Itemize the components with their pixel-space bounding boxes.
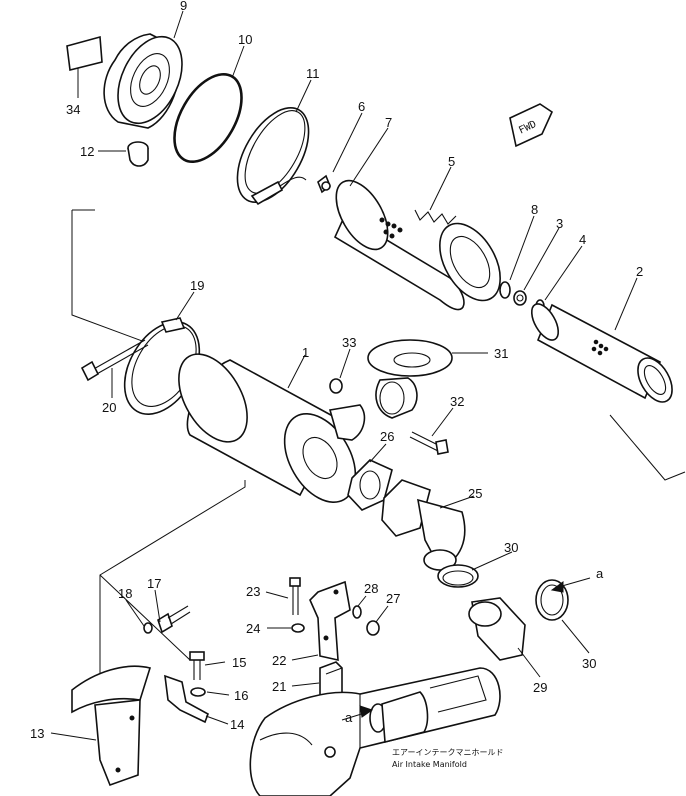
part-27-nut <box>366 620 380 636</box>
part-16-washer <box>190 687 206 697</box>
arrow-a-icon <box>550 577 591 593</box>
label-34: 34 <box>66 102 80 117</box>
part-22-bracket <box>309 580 351 662</box>
part-17-bolt <box>157 605 191 634</box>
part-number-labels: 1 2 3 4 5 6 7 8 9 10 11 12 13 14 15 16 1… <box>30 0 643 741</box>
part-20-bolt <box>80 339 149 382</box>
label-32: 32 <box>450 394 464 409</box>
part-24-washer <box>291 623 305 633</box>
part-14-bracket <box>164 674 209 724</box>
leader-lines <box>50 10 638 741</box>
part-8-seal <box>499 281 511 299</box>
label-30-upper: 30 <box>504 540 518 555</box>
label-29: 29 <box>533 680 547 695</box>
label-8: 8 <box>531 202 538 217</box>
label-2: 2 <box>636 264 643 279</box>
part-6-wingnut <box>317 174 331 194</box>
arrow-a-lower-label: a <box>345 710 353 725</box>
part-5-outer-element <box>333 179 501 311</box>
fwd-arrow-icon: FWD <box>509 103 554 148</box>
part-34-plate <box>66 35 103 71</box>
label-26: 26 <box>380 429 394 444</box>
label-4: 4 <box>579 232 586 247</box>
label-5: 5 <box>448 154 455 169</box>
label-16: 16 <box>234 688 248 703</box>
manifold-label-jp: エアーインテークマニホールド <box>392 748 504 757</box>
label-30-lower: 30 <box>582 656 596 671</box>
label-28: 28 <box>364 581 378 596</box>
label-10: 10 <box>238 32 252 47</box>
label-19: 19 <box>190 278 204 293</box>
part-18-washer <box>143 622 153 634</box>
label-33: 33 <box>342 335 356 350</box>
label-1: 1 <box>302 345 309 360</box>
part-31-cap <box>367 339 453 377</box>
label-14: 14 <box>230 717 244 732</box>
part-12-valve <box>127 141 149 167</box>
part-30-clamp-upper <box>437 564 479 588</box>
part-10-oring <box>173 72 243 164</box>
part-33-nut <box>329 378 343 394</box>
arrow-a-label: a <box>596 566 604 581</box>
part-15-bolt <box>189 651 205 680</box>
label-11: 11 <box>306 66 320 81</box>
manifold-label-en: Air Intake Manifold <box>392 760 467 769</box>
label-15: 15 <box>232 655 246 670</box>
label-27: 27 <box>386 591 400 606</box>
label-22: 22 <box>272 653 286 668</box>
label-18: 18 <box>118 586 132 601</box>
label-31: 31 <box>494 346 508 361</box>
part-2-inner-element <box>530 303 673 403</box>
arrow-a-lower-icon <box>341 705 374 721</box>
label-9: 9 <box>180 0 187 13</box>
label-3: 3 <box>556 216 563 231</box>
part-28-washer <box>352 605 362 619</box>
part-3-nut <box>513 290 527 306</box>
guide-lines <box>71 209 686 680</box>
engine-intake-manifold <box>249 667 501 796</box>
part-25-elbow-pipe <box>381 479 466 571</box>
label-23: 23 <box>246 584 260 599</box>
label-12: 12 <box>80 144 94 159</box>
part-29-hose <box>468 597 526 661</box>
label-21: 21 <box>272 679 286 694</box>
part-1-body <box>178 353 366 503</box>
label-17: 17 <box>147 576 161 591</box>
part-23-bolt <box>289 577 301 615</box>
label-20: 20 <box>102 400 116 415</box>
part-elbow-outlet <box>375 377 418 419</box>
part-9-cover <box>103 33 183 129</box>
label-13: 13 <box>30 726 44 741</box>
label-6: 6 <box>358 99 365 114</box>
part-32-bolt <box>409 431 449 455</box>
label-24: 24 <box>246 621 260 636</box>
label-7: 7 <box>385 115 392 130</box>
label-25: 25 <box>468 486 482 501</box>
part-13-support <box>71 665 152 787</box>
part-11-clamp <box>236 107 310 206</box>
